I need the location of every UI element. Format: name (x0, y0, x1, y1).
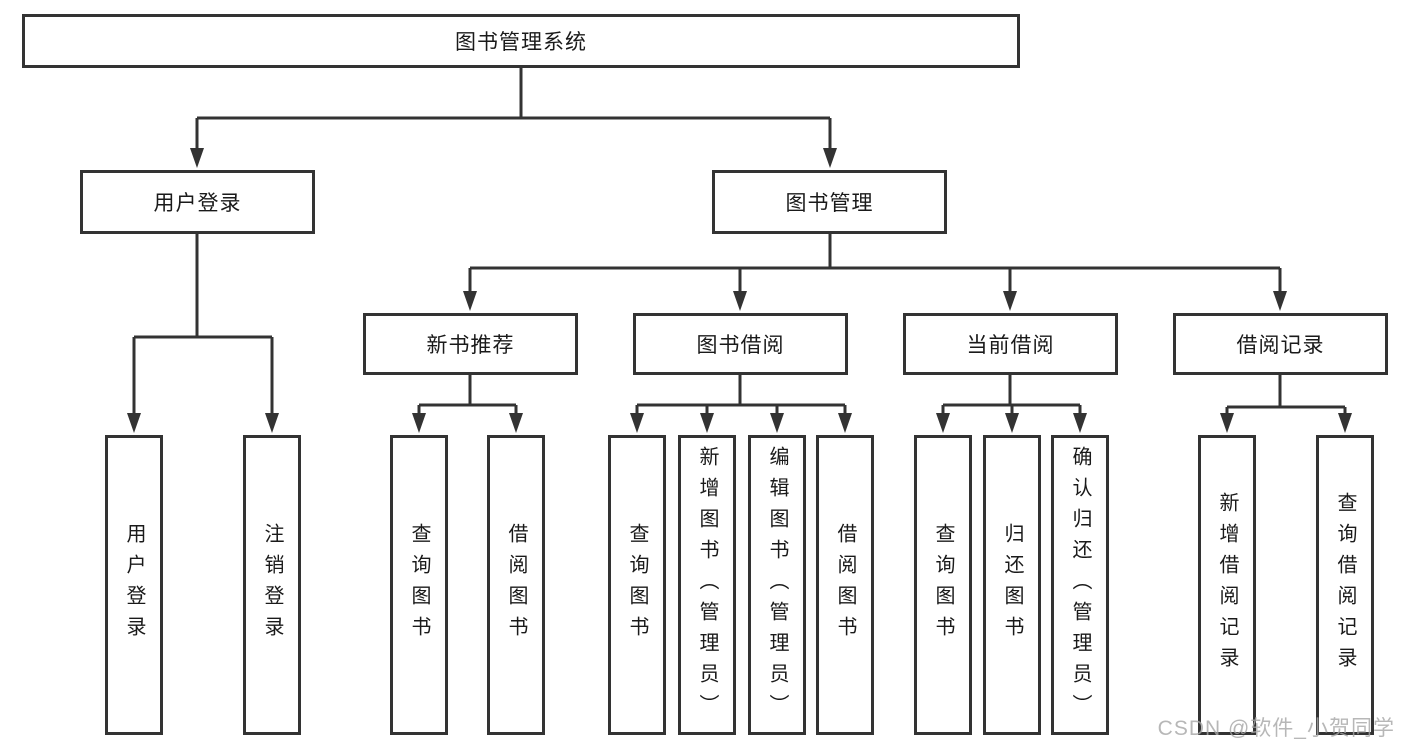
arrowhead-icons (127, 148, 1352, 433)
arrowhead-icon (1273, 291, 1287, 311)
arrowhead-icon (463, 291, 477, 311)
arrowhead-icon (838, 413, 852, 433)
leaf-br-query-record-label: 查询借阅记录 (1334, 492, 1356, 678)
leaf-logout: 注销登录 (243, 435, 301, 735)
arrowhead-icon (1003, 291, 1017, 311)
watermark: CSDN @软件_小贺同学 (1157, 717, 1395, 740)
arrowhead-icon (1073, 413, 1087, 433)
leaf-br-add-record: 新增借阅记录 (1198, 435, 1256, 735)
node-new-book-recommend-label: 新书推荐 (426, 334, 515, 357)
arrowhead-icon (700, 413, 714, 433)
arrowhead-icon (265, 413, 279, 433)
leaf-bb-query-books-label: 查询图书 (626, 523, 648, 647)
node-borrow-records: 借阅记录 (1173, 313, 1388, 375)
arrowhead-icon (770, 413, 784, 433)
node-user-login-label: 用户登录 (153, 192, 242, 215)
leaf-bb-edit-books-admin-label: 编辑图书（管理员） (766, 445, 788, 725)
node-new-book-recommend: 新书推荐 (363, 313, 578, 375)
leaf-br-query-record: 查询借阅记录 (1316, 435, 1374, 735)
leaf-bb-add-books-admin-label: 新增图书（管理员） (696, 445, 718, 725)
leaf-bb-add-books-admin: 新增图书（管理员） (678, 435, 736, 735)
node-book-borrow: 图书借阅 (633, 313, 848, 375)
leaf-nbr-borrow-books: 借阅图书 (487, 435, 545, 735)
leaf-bb-query-books: 查询图书 (608, 435, 666, 735)
arrowhead-icon (1338, 413, 1352, 433)
leaf-cb-confirm-return-admin-label: 确认归还（管理员） (1069, 445, 1091, 725)
leaf-cb-confirm-return-admin: 确认归还（管理员） (1051, 435, 1109, 735)
node-root: 图书管理系统 (22, 14, 1020, 68)
leaf-nbr-borrow-books-label: 借阅图书 (505, 523, 527, 647)
connector-lines (132, 68, 1347, 418)
leaf-bb-edit-books-admin: 编辑图书（管理员） (748, 435, 806, 735)
node-root-label: 图书管理系统 (455, 31, 587, 54)
arrowhead-icon (412, 413, 426, 433)
leaf-user-login-label: 用户登录 (123, 523, 145, 647)
arrowhead-icon (936, 413, 950, 433)
arrowhead-icon (1220, 413, 1234, 433)
leaf-user-login: 用户登录 (105, 435, 163, 735)
arrowhead-icon (190, 148, 204, 168)
leaf-cb-return-books-label: 归还图书 (1001, 523, 1023, 647)
node-user-login: 用户登录 (80, 170, 315, 234)
leaf-cb-query-books-label: 查询图书 (932, 523, 954, 647)
node-book-management-label: 图书管理 (785, 192, 874, 215)
node-book-borrow-label: 图书借阅 (696, 334, 785, 357)
arrowhead-icon (630, 413, 644, 433)
leaf-nbr-query-books-label: 查询图书 (408, 523, 430, 647)
arrowhead-icon (823, 148, 837, 168)
node-book-management: 图书管理 (712, 170, 947, 234)
node-current-borrow-label: 当前借阅 (966, 334, 1055, 357)
arrowhead-icon (733, 291, 747, 311)
arrowhead-icon (1005, 413, 1019, 433)
leaf-cb-query-books: 查询图书 (914, 435, 972, 735)
node-current-borrow: 当前借阅 (903, 313, 1118, 375)
leaf-nbr-query-books: 查询图书 (390, 435, 448, 735)
node-borrow-records-label: 借阅记录 (1236, 334, 1325, 357)
leaf-bb-borrow-books-label: 借阅图书 (834, 523, 856, 647)
leaf-logout-label: 注销登录 (261, 523, 283, 647)
leaf-cb-return-books: 归还图书 (983, 435, 1041, 735)
leaf-br-add-record-label: 新增借阅记录 (1216, 492, 1238, 678)
arrowhead-icon (509, 413, 523, 433)
leaf-bb-borrow-books: 借阅图书 (816, 435, 874, 735)
arrowhead-icon (127, 413, 141, 433)
